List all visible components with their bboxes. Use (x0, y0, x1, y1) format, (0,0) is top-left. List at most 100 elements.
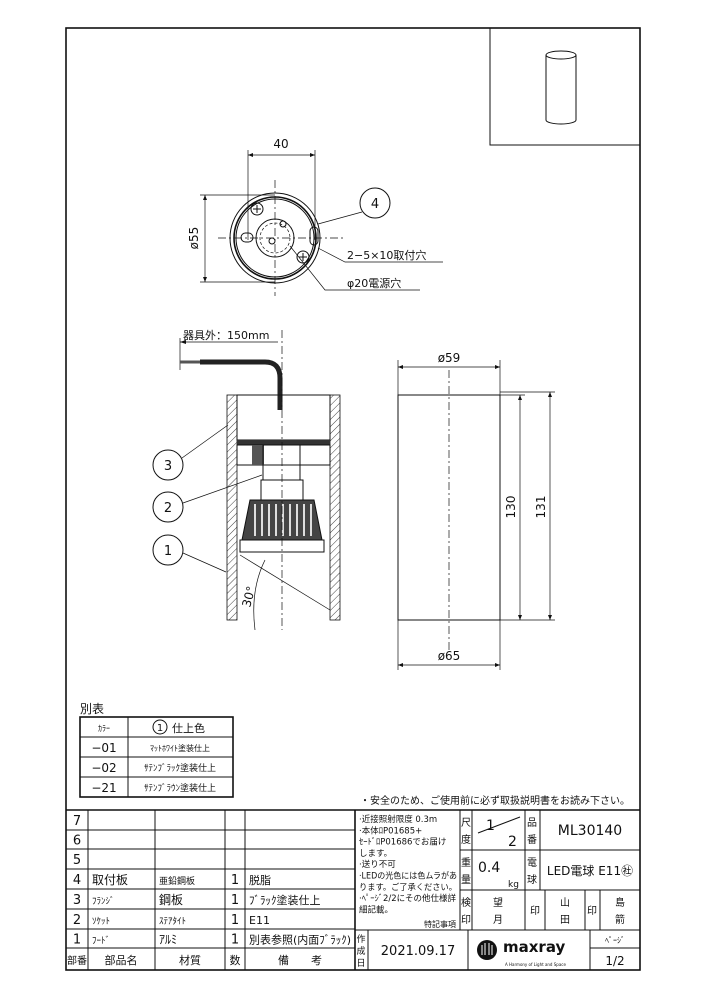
parts-qty: 1 (231, 933, 239, 948)
note-line: ·本体ﾛP01685+ (359, 825, 422, 836)
page-number: 1/2 (605, 954, 624, 968)
special-notes: ·近接照射限度 0.3m·本体ﾛP01685+ｾｰﾄﾞﾛP01686でお届けしま… (359, 814, 457, 915)
svg-text:ｻﾃﾝﾌﾞﾗｯｸ塗装仕上: ｻﾃﾝﾌﾞﾗｯｸ塗装仕上 (144, 762, 216, 774)
parts-remarks: 別表参照(内面ﾌﾞﾗｯｸ) (249, 933, 351, 947)
svg-text:印: 印 (530, 905, 540, 917)
height-131-label: 131 (534, 496, 548, 519)
svg-text:日: 日 (356, 958, 365, 969)
top-width-dimension: 40 (273, 137, 288, 151)
top-diameter-dimension: ø55 (187, 227, 201, 250)
scale-numerator: 1 (486, 818, 495, 834)
safety-note: ・安全のため、ご使用前に必ず取扱説明書をお読み下さい。 (360, 794, 630, 807)
svg-text:−02: −02 (91, 761, 116, 775)
svg-text:ﾏｯﾄﾎﾜｲﾄ塗装仕上: ﾏｯﾄﾎﾜｲﾄ塗装仕上 (150, 743, 210, 753)
svg-text:3: 3 (164, 459, 172, 474)
part-number: ML30140 (558, 823, 622, 839)
parts-material: ｽﾃｱﾀｲﾄ (159, 916, 186, 927)
power-cable (200, 359, 283, 410)
svg-text:田: 田 (560, 915, 570, 926)
parts-remarks: E11 (249, 914, 270, 927)
svg-text:kg: kg (508, 880, 519, 890)
svg-text:印: 印 (461, 914, 471, 926)
height-130-label: 130 (504, 496, 518, 519)
note-line: します。 (359, 849, 392, 859)
balloon-2 (152, 491, 184, 523)
note-line: ·送り不可 (359, 859, 396, 870)
svg-text:特記事項: 特記事項 (424, 919, 456, 929)
parts-qty: 1 (231, 893, 239, 908)
top-diameter-label: ø59 (438, 351, 461, 365)
svg-text:重: 重 (461, 856, 471, 869)
color-row: −21 ｻﾃﾝﾌﾞﾗｳﾝ塗装仕上 (91, 781, 216, 795)
svg-text:数: 数 (230, 954, 241, 967)
svg-text:島: 島 (615, 896, 625, 909)
weight-value: 0.4 (478, 860, 500, 876)
svg-text:成: 成 (356, 945, 365, 957)
cable-length-label: 器具外：150mm (183, 329, 269, 342)
parts-material: ｱﾙﾐ (159, 933, 177, 947)
svg-text:作: 作 (356, 933, 365, 945)
scale-denominator: 2 (508, 834, 517, 850)
color-table: 別表 ｶﾗｰ 1 仕上色 −01 ﾏｯﾄﾎﾜｲﾄ塗装仕上 −02 ｻﾃﾝﾌﾞﾗｯ… (79, 702, 234, 798)
svg-text:2: 2 (164, 501, 172, 516)
balloon-4 (359, 187, 391, 219)
svg-text:部番: 部番 (67, 954, 87, 967)
svg-text:ｶﾗｰ: ｶﾗｰ (98, 724, 110, 733)
svg-text:A Harmony of Light and Space: A Harmony of Light and Space (505, 962, 566, 967)
parts-no: 3 (73, 893, 81, 908)
power-hole-label: φ20電源穴 (347, 276, 401, 290)
parts-no: 4 (73, 873, 81, 888)
svg-text:−01: −01 (91, 741, 116, 755)
creation-date: 2021.09.17 (381, 944, 455, 959)
title-block: ·近接照射限度 0.3m·本体ﾛP01685+ｾｰﾄﾞﾛP01686でお届けしま… (355, 810, 640, 970)
bottom-diameter-label: ø65 (438, 649, 461, 663)
svg-text:検: 検 (461, 896, 471, 909)
svg-text:1: 1 (164, 544, 172, 559)
front-view: ø59 ø65 130 131 (397, 351, 555, 670)
svg-text:ｻﾃﾝﾌﾞﾗｳﾝ塗装仕上: ｻﾃﾝﾌﾞﾗｳﾝ塗装仕上 (144, 782, 216, 794)
svg-text:山: 山 (560, 897, 570, 909)
parts-row: 5 (66, 848, 355, 868)
svg-text:尺: 尺 (461, 817, 471, 829)
parts-name: ｿｹｯﾄ (92, 916, 110, 927)
svg-text:maxray: maxray (503, 938, 565, 956)
parts-row: 7 (73, 814, 81, 829)
beam-angle-label: 30° (239, 585, 258, 609)
parts-no: 1 (73, 933, 81, 948)
svg-text:電: 電 (527, 857, 537, 869)
balloon-3 (152, 449, 184, 481)
parts-row: 6 (66, 829, 355, 849)
note-line: ｾｰﾄﾞﾛP01686でお届け (359, 838, 446, 848)
parts-material: 亜鉛鋼板 (159, 875, 195, 887)
note-line: ·LEDの光色には色ムラがあ (359, 871, 457, 882)
parts-qty: 1 (231, 873, 239, 888)
svg-text:ﾍﾟｰｼﾞ: ﾍﾟｰｼﾞ (605, 936, 625, 945)
svg-text:−21: −21 (91, 781, 116, 795)
svg-text:球: 球 (527, 873, 537, 886)
svg-text:1: 1 (157, 723, 163, 734)
parts-name: ﾌｰﾄﾞ (92, 936, 110, 947)
parts-no: 2 (73, 913, 81, 928)
parts-name: 取付板 (92, 873, 128, 887)
parts-row: 1 ﾌｰﾄﾞ ｱﾙﾐ 1 別表参照(内面ﾌﾞﾗｯｸ) (66, 928, 355, 948)
parts-no: 7 (73, 814, 81, 829)
note-line: ·ﾍﾟｰｼﾞ2/2にその他仕様詳 (359, 893, 456, 904)
svg-text:印: 印 (587, 905, 597, 917)
note-line: ります。ご了承ください。 (359, 882, 457, 893)
parts-name: ﾌﾗﾝｼﾞ (92, 896, 115, 907)
svg-text:品: 品 (527, 817, 537, 829)
svg-text:度: 度 (461, 833, 471, 846)
note-line: 細記載。 (359, 904, 393, 915)
parts-no: 6 (73, 834, 81, 849)
svg-text:箭: 箭 (615, 913, 625, 926)
svg-text:仕上色: 仕上色 (172, 721, 205, 735)
svg-text:部品名: 部品名 (105, 953, 138, 967)
section-view: 器具外：150mm 30° 3 2 1 (152, 329, 341, 631)
maxray-logo: maxray A Harmony of Light and Space (477, 938, 566, 967)
lamp-spec: LED電球 E11㊓ (547, 864, 633, 878)
